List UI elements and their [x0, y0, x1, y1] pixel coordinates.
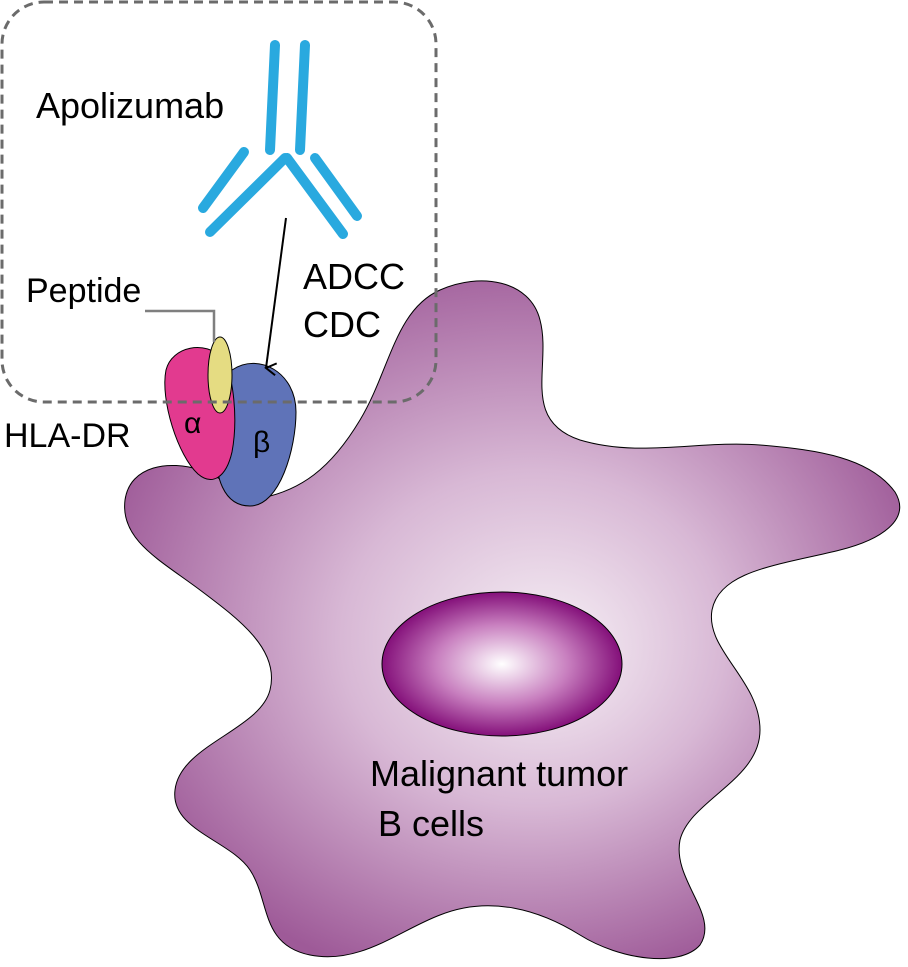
- peptide-label: Peptide: [26, 272, 141, 310]
- hla-dr-label: HLA-DR: [4, 417, 131, 455]
- mechanism-label-cdc: CDC: [303, 304, 381, 345]
- cell-label-line1: Malignant tumor: [370, 753, 628, 794]
- alpha-label: α: [184, 407, 201, 440]
- cell-label-line2: B cells: [378, 803, 484, 844]
- peptide-shape: [207, 336, 233, 414]
- mechanism-label-adcc: ADCC: [303, 256, 405, 297]
- nucleus: [381, 591, 623, 737]
- beta-label: β: [253, 426, 270, 459]
- peptide-leader-line: [145, 309, 216, 342]
- antibody-action-box: [0, 0, 438, 404]
- arrow-icon: [264, 217, 287, 377]
- antibody-icon: [198, 40, 362, 239]
- antibody-label: Apolizumab: [36, 85, 224, 126]
